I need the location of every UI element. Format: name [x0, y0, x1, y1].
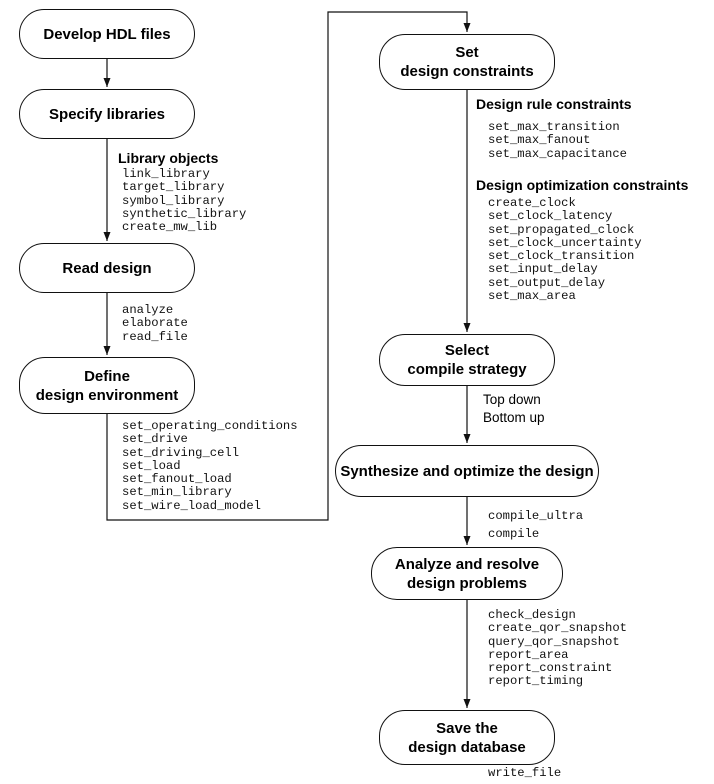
command-item: set_min_library [122, 485, 232, 500]
command-item: target_library [122, 180, 225, 195]
step-set-design-constraints: Set design constraints [379, 34, 555, 90]
strategy-top-down: Top down [483, 392, 541, 407]
command-item: elaborate [122, 316, 188, 331]
command-item: analyze [122, 303, 174, 317]
command-item: set_max_fanout [488, 133, 591, 148]
command-item: set_clock_uncertainty [488, 235, 642, 250]
command-item: create_clock [488, 196, 576, 210]
command-item: set_fanout_load [122, 472, 232, 487]
step-label: Read design [62, 259, 152, 277]
command-item: set_clock_latency [488, 209, 613, 224]
step-label: Develop HDL files [43, 25, 171, 43]
step-synthesize-and-optimize: Synthesize and optimize the design [335, 445, 599, 497]
step-label: Save the design database [408, 719, 526, 756]
command-item: link_library [122, 167, 210, 181]
step-label: Define design environment [35, 367, 179, 404]
command-item: set_max_capacitance [488, 146, 627, 161]
step-save-design-database: Save the design database [379, 710, 555, 765]
command-item: set_max_area [488, 289, 576, 304]
step-label: Synthesize and optimize the design [340, 462, 594, 480]
step-label: Select compile strategy [407, 342, 527, 378]
step-label: Set design constraints [400, 44, 534, 80]
library-objects-heading: Library objects [118, 150, 219, 166]
command-item: check_design [488, 608, 576, 622]
step-specify-libraries: Specify libraries [19, 89, 195, 139]
command-item: set_output_delay [488, 275, 606, 290]
step-analyze-and-resolve: Analyze and resolve design problems [371, 547, 563, 600]
design-rule-heading: Design rule constraints [476, 96, 632, 112]
step-select-compile-strategy: Select compile strategy [379, 334, 555, 386]
step-read-design: Read design [19, 243, 195, 293]
command-item: set_wire_load_model [122, 498, 261, 513]
command-item: set_operating_conditions [122, 419, 298, 433]
command-item: set_driving_cell [122, 445, 240, 460]
connector-define-to-constraints [106, 11, 471, 521]
command-item: create_mw_lib [122, 220, 218, 235]
strategy-bottom-up: Bottom up [483, 410, 545, 425]
command-item: symbol_library [122, 193, 225, 208]
command-item: read_file [122, 329, 188, 344]
command-item: set_drive [122, 432, 188, 447]
command-item: compile [488, 527, 540, 541]
command-item: set_max_transition [488, 120, 620, 134]
step-label: Analyze and resolve design problems [394, 555, 540, 592]
step-define-design-environment: Define design environment [19, 357, 195, 414]
save-commands: write_file [488, 766, 562, 780]
command-item: write_file [488, 766, 562, 780]
command-item: set_input_delay [488, 262, 598, 277]
command-item: report_timing [488, 674, 584, 689]
command-item: query_qor_snapshot [488, 634, 620, 649]
design-optimization-heading: Design optimization constraints [476, 177, 689, 193]
command-item: set_clock_transition [488, 249, 635, 264]
command-item: set_load [122, 458, 181, 473]
step-develop-hdl-files: Develop HDL files [19, 9, 195, 59]
step-label: Specify libraries [49, 105, 165, 123]
command-item: create_qor_snapshot [488, 621, 627, 636]
command-item: report_constraint [488, 661, 613, 676]
command-item: synthetic_library [122, 206, 247, 221]
command-item: report_area [488, 647, 569, 662]
command-item: set_propagated_clock [488, 222, 635, 237]
command-item: compile_ultra [488, 509, 584, 523]
compile-strategy-options: Top down Bottom up [483, 391, 545, 427]
